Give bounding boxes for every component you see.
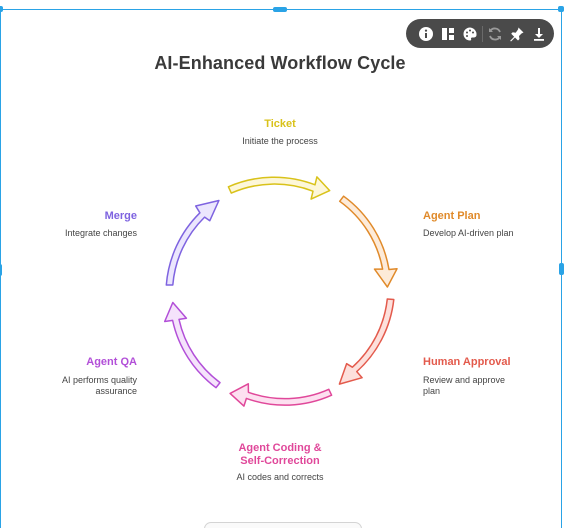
step-merge-label: Merge bbox=[104, 210, 137, 222]
toolbar-separator bbox=[482, 25, 483, 42]
step-human-approval-desc-1: Review and approve bbox=[423, 375, 506, 385]
step-ticket-label: Ticket bbox=[264, 118, 296, 130]
palette-button[interactable] bbox=[459, 23, 481, 45]
layout-button[interactable] bbox=[437, 23, 459, 45]
resize-handle-right[interactable] bbox=[559, 263, 564, 275]
resize-handle-top-left[interactable] bbox=[0, 6, 3, 12]
arrow-merge[interactable] bbox=[165, 199, 220, 286]
step-ticket-desc: Initiate the process bbox=[242, 136, 318, 146]
download-button[interactable] bbox=[528, 23, 550, 45]
step-agent-plan-desc: Develop AI-driven plan bbox=[423, 228, 514, 238]
arrow-agent-coding[interactable] bbox=[229, 383, 333, 407]
floating-toolbar bbox=[406, 19, 554, 48]
arrow-agent-plan[interactable] bbox=[338, 195, 398, 288]
step-merge-desc: Integrate changes bbox=[64, 228, 137, 238]
step-agent-plan-label: Agent Plan bbox=[423, 210, 481, 222]
step-human-approval-desc-2: plan bbox=[423, 386, 441, 396]
refresh-icon bbox=[489, 27, 501, 40]
resize-handle-left[interactable] bbox=[0, 264, 2, 276]
step-agent-qa-desc-1: AI performs quality bbox=[61, 375, 137, 385]
bottom-control[interactable] bbox=[204, 522, 362, 528]
step-agent-qa-desc-2: assurance bbox=[95, 386, 137, 396]
step-agent-coding-desc: AI codes and corrects bbox=[236, 472, 324, 482]
pin-button[interactable] bbox=[506, 23, 528, 45]
info-icon bbox=[419, 26, 433, 41]
pin-icon bbox=[510, 27, 524, 41]
step-agent-qa-label: Agent QA bbox=[86, 356, 137, 368]
download-icon bbox=[534, 27, 544, 41]
palette-icon bbox=[463, 27, 477, 40]
diagram-title: AI-Enhanced Workflow Cycle bbox=[154, 53, 406, 73]
step-agent-coding-label-1: Agent Coding & bbox=[238, 442, 322, 454]
arrow-agent-qa[interactable] bbox=[163, 301, 221, 389]
arrow-ticket[interactable] bbox=[227, 176, 331, 200]
refresh-button[interactable] bbox=[484, 23, 506, 45]
arrow-human-approval[interactable] bbox=[338, 298, 395, 385]
resize-handle-top-right[interactable] bbox=[558, 6, 564, 12]
step-agent-coding-label-2: Self-Correction bbox=[240, 455, 320, 467]
info-button[interactable] bbox=[415, 23, 437, 45]
step-human-approval-label: Human Approval bbox=[423, 356, 511, 368]
resize-handle-top[interactable] bbox=[273, 7, 287, 12]
layout-icon bbox=[442, 27, 454, 40]
